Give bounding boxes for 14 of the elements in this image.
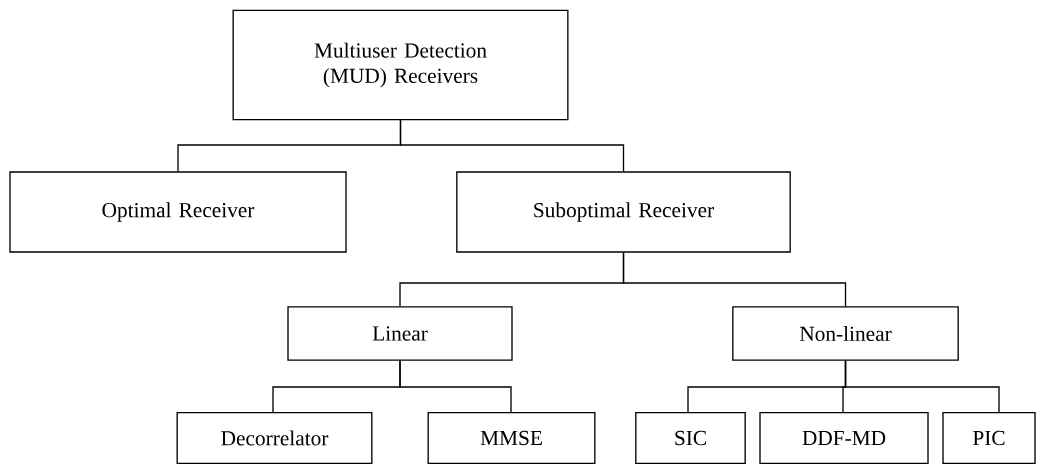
- connector: [399, 360, 512, 413]
- class-box: Linear: [287, 306, 513, 361]
- method-box: PIC: [942, 412, 1036, 464]
- class-box: Non-linear: [732, 306, 959, 361]
- connector: [844, 360, 1000, 413]
- method-box: SIC: [635, 412, 746, 464]
- category-box: Optimal Receiver: [9, 171, 347, 253]
- connector: [399, 119, 625, 172]
- root-box: Multiuser Detection (MUD) Receivers: [232, 9, 569, 121]
- category-box: Suboptimal Receiver: [456, 171, 791, 253]
- connector: [622, 252, 847, 307]
- method-box: Decorrelator: [176, 412, 373, 464]
- method-box: MMSE: [427, 412, 596, 464]
- method-box: DDF-MD: [759, 412, 929, 464]
